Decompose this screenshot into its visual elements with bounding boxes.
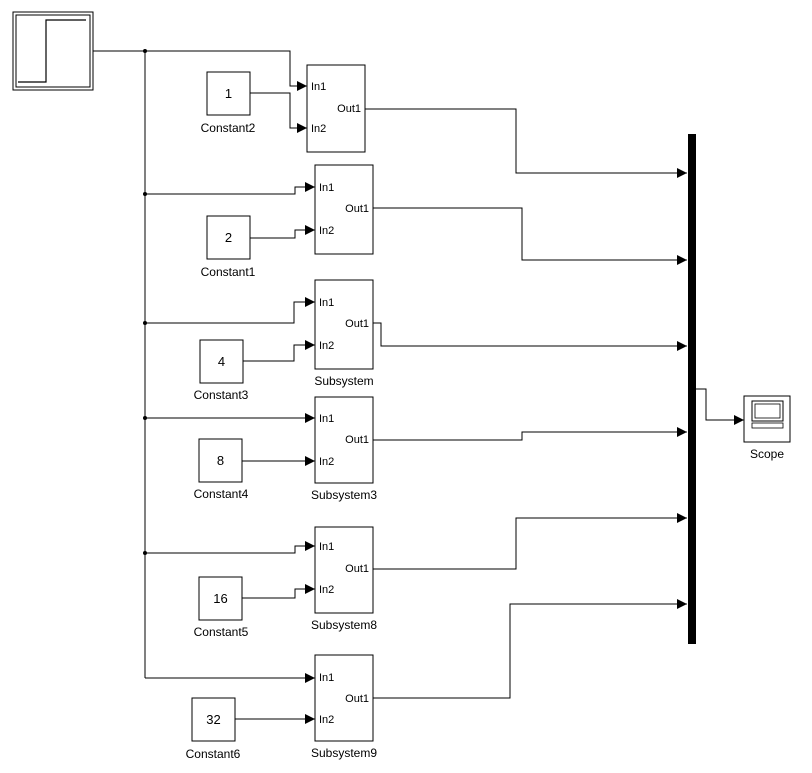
subsystem-row-4: 8 Constant4 In1 In2 Out1 Subsystem3: [145, 396, 687, 502]
in1-port-label: In1: [319, 541, 334, 553]
in1-port-label: In1: [319, 297, 334, 309]
subsystem-label: Subsystem8: [311, 618, 377, 632]
constant-label: Constant1: [201, 265, 256, 279]
constant-value: 16: [213, 591, 227, 606]
constant-value: 4: [218, 354, 225, 369]
step-block[interactable]: [12, 11, 94, 91]
out1-port-label: Out1: [345, 203, 369, 215]
subsystem-block-5[interactable]: In1 In2 Out1: [314, 526, 374, 614]
subsystem-row-2: 2 Constant1 In1 In2 Out1: [145, 164, 687, 279]
constant-block-1[interactable]: 1: [206, 71, 251, 116]
constant-value: 32: [206, 712, 220, 727]
subsystem-row-1: 1 Constant2 In1 In2 Out1: [145, 50, 687, 178]
in2-port-label: In2: [311, 123, 326, 135]
mux-to-scope-wire: [696, 388, 744, 425]
subsystem-label: Subsystem: [314, 374, 373, 388]
in2-port-label: In2: [319, 584, 334, 596]
in1-port-label: In1: [319, 182, 334, 194]
subsystem-block-6[interactable]: In1 In2 Out1: [314, 654, 374, 742]
constant-block-6[interactable]: 32: [191, 697, 236, 742]
scope-screen-icon: [751, 400, 784, 422]
constant-value: 2: [225, 230, 232, 245]
constant-block-4[interactable]: 8: [198, 438, 243, 483]
constant-block-5[interactable]: 16: [198, 576, 243, 621]
out1-port-label: Out1: [345, 434, 369, 446]
out1-port-label: Out1: [337, 103, 361, 115]
scope-block[interactable]: [743, 395, 791, 443]
in2-port-label: In2: [319, 340, 334, 352]
in2-port-label: In2: [319, 456, 334, 468]
constant-block-3[interactable]: 4: [199, 339, 244, 384]
step-signal-wires: [93, 49, 147, 678]
constant-block-2[interactable]: 2: [206, 215, 251, 260]
step-icon: [18, 19, 86, 83]
out1-port-label: Out1: [345, 693, 369, 705]
subsystem-row-6: 32 Constant6 In1 In2 Out1 Subsystem9: [145, 599, 687, 761]
constant-value: 8: [217, 453, 224, 468]
constant-label: Constant6: [186, 747, 241, 761]
mux-bar[interactable]: [688, 134, 696, 644]
out1-port-label: Out1: [345, 318, 369, 330]
in2-port-label: In2: [319, 714, 334, 726]
in1-port-label: In1: [311, 81, 326, 93]
subsystem-row-5: 16 Constant5 In1 In2 Out1 Subsystem8: [145, 513, 687, 639]
subsystem-block-1[interactable]: In1 In2 Out1: [306, 64, 366, 153]
constant-label: Constant4: [194, 487, 249, 501]
in1-port-label: In1: [319, 672, 334, 684]
in1-port-label: In1: [319, 413, 334, 425]
scope-label: Scope: [750, 447, 784, 461]
constant-label: Constant3: [194, 388, 249, 402]
subsystem-block-2[interactable]: In1 In2 Out1: [314, 164, 374, 255]
out1-port-label: Out1: [345, 563, 369, 575]
constant-label: Constant2: [201, 121, 256, 135]
subsystem-label: Subsystem9: [311, 746, 377, 760]
constant-value: 1: [225, 86, 232, 101]
in2-port-label: In2: [319, 225, 334, 237]
subsystem-block-3[interactable]: In1 In2 Out1: [314, 279, 374, 370]
subsystem-label: Subsystem3: [311, 488, 377, 502]
subsystem-block-4[interactable]: In1 In2 Out1: [314, 396, 374, 484]
subsystem-row-3: 4 Constant3 In1 In2 Out1 Subsystem: [145, 279, 687, 402]
constant-label: Constant5: [194, 625, 249, 639]
